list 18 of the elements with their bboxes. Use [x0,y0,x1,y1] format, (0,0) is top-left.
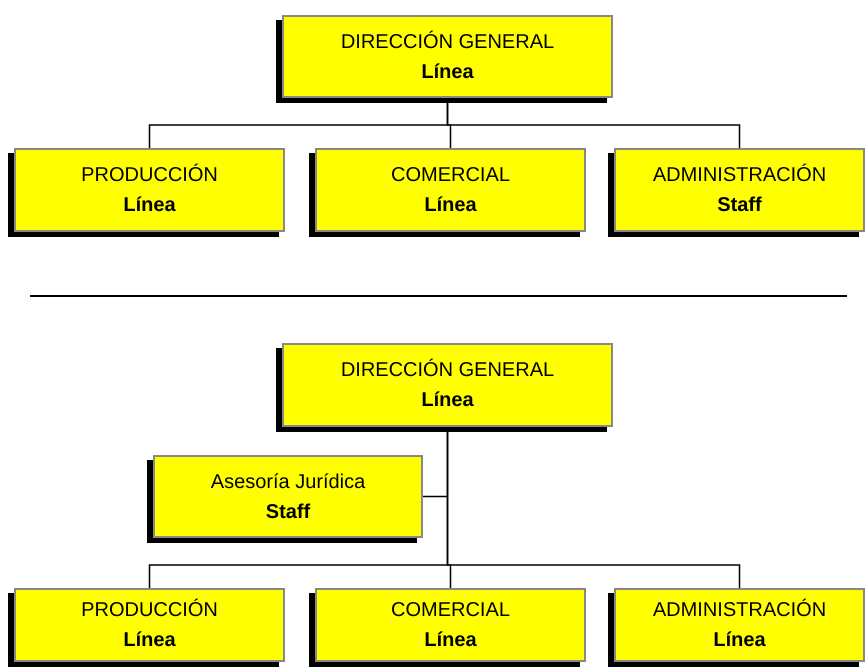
unit-name: COMERCIAL [391,598,510,623]
unit-type: Línea [123,193,176,218]
unit-name: PRODUCCIÓN [81,598,218,623]
unit-name: COMERCIAL [391,163,510,188]
unit-type: Línea [421,60,474,84]
unit-name: PRODUCCIÓN [81,162,218,188]
unit-type: Línea [424,628,477,653]
unit-type: Staff [717,193,762,218]
unit-type: Staff [266,500,310,524]
unit-name: DIRECCIÓN GENERAL [340,358,554,383]
unit-type: Línea [424,193,477,218]
unit-name: DIRECCIÓN GENERAL [340,30,554,54]
unit-name: Asesoría Jurídica [210,470,366,494]
unit-type: Línea [421,388,474,413]
unit-name: ADMINISTRACIÓN [652,598,826,623]
unit-type: Línea [713,628,766,653]
unit-name: ADMINISTRACIÓN [652,162,826,188]
unit-type: Línea [123,628,176,653]
